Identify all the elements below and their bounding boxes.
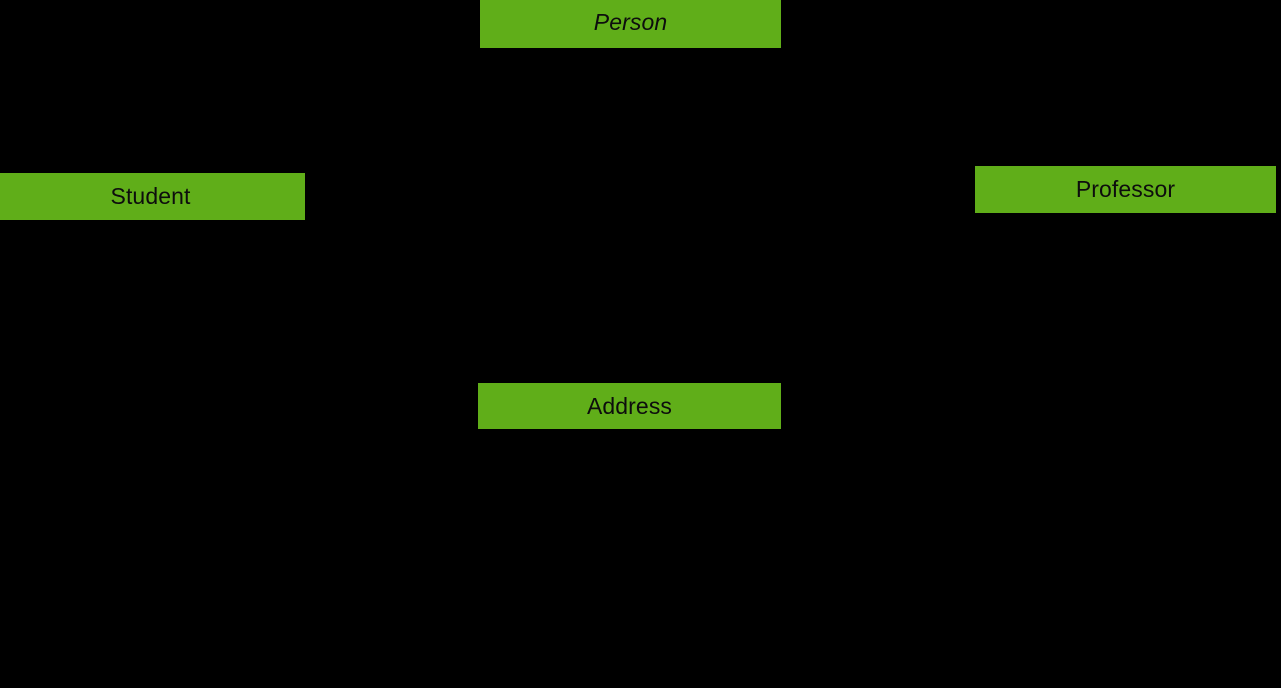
class-name-label: Person	[593, 8, 668, 35]
uml-class-student[interactable]: Student	[0, 173, 305, 220]
uml-class-professor[interactable]: Professor	[975, 166, 1276, 213]
edge-professor-person	[699, 47, 1126, 167]
class-name-label: Address	[586, 392, 673, 419]
class-name-label: Student	[110, 183, 191, 209]
uml-class-person[interactable]: Person	[480, 0, 781, 48]
uml-class-address[interactable]: Address	[478, 383, 781, 429]
class-name-label: Professor	[1075, 176, 1176, 202]
edge-student-person	[151, 47, 561, 174]
